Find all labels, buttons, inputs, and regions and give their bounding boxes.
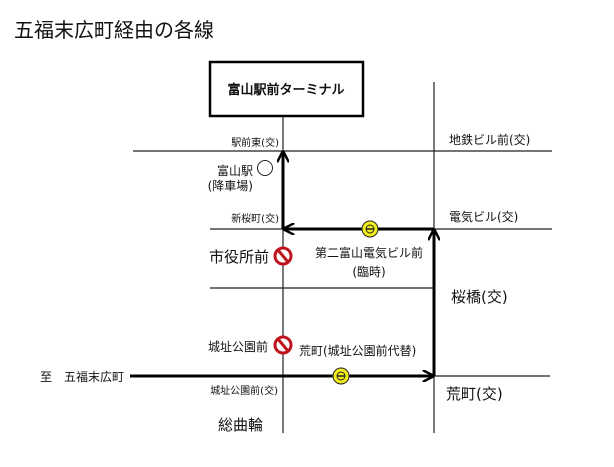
intersection-ekimae-higashi: 駅前東(交): [231, 136, 279, 149]
closed-stop-icon: [273, 246, 293, 266]
temporary-stop-icon: [332, 367, 350, 385]
intersection-shin-sakuramachi: 新桜町(交): [231, 212, 279, 225]
intersection-johshi-koen: 城址公園前(交): [210, 384, 278, 397]
origin-label: 至 五福末広町: [40, 369, 124, 384]
temporary-stop-icon: [361, 220, 379, 238]
stop-sogawa: 総曲輪: [218, 416, 263, 434]
diagram-title: 五福末広町経由の各線: [14, 18, 214, 42]
terminal-label: 富山駅前ターミナル: [227, 82, 344, 98]
intersection-sakurabashi: 桜橋(交): [451, 288, 508, 306]
stop-shiyakusho: 市役所前: [209, 248, 269, 266]
intersection-chitetsu-biru: 地鉄ビル前(交): [449, 132, 530, 147]
stop-aramachi-alt: 荒町(城址公園前代替): [299, 343, 416, 358]
stop-daini-denki: 第二富山電気ビル前: [315, 245, 423, 260]
terminal-box: [208, 60, 365, 118]
stop-johshi-koen-mae: 城址公園前: [208, 339, 268, 354]
intersection-denki-biru: 電気ビル(交): [449, 209, 518, 224]
closed-stop-icon: [273, 335, 293, 355]
drop-off-stop-icon: [257, 160, 273, 176]
bus-route: [130, 153, 434, 376]
intersection-aramachi: 荒町(交): [446, 385, 503, 403]
stop-daini-denki-note: (臨時): [352, 265, 385, 279]
stop-toyama-station: 富山駅: [217, 163, 253, 178]
stop-toyama-station-note: (降車場): [208, 179, 253, 193]
